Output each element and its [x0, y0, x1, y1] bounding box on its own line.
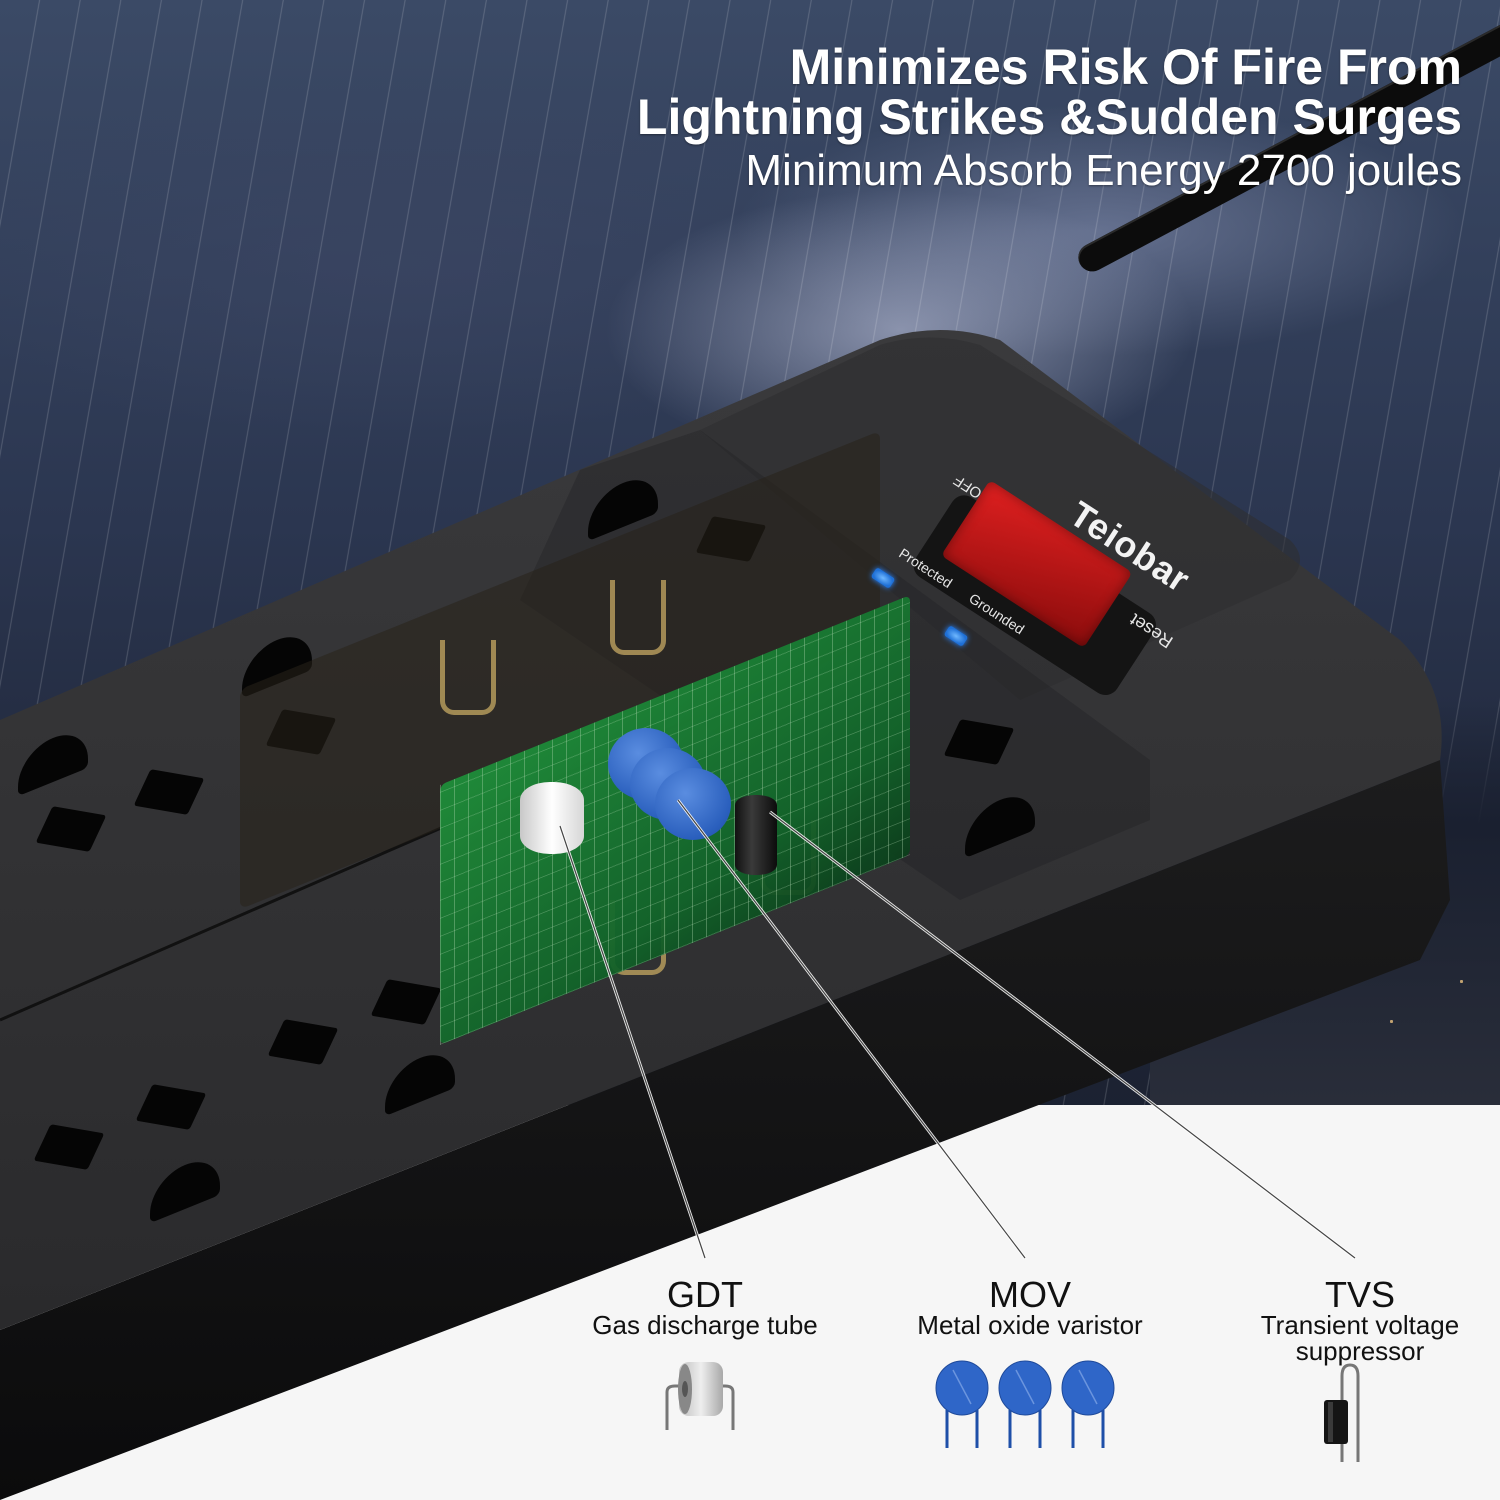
headline-line-2: Lightning Strikes &Sudden Surges	[636, 89, 1462, 145]
varistor-icon	[935, 1360, 1115, 1448]
gdt-component	[520, 782, 584, 854]
headline-subline: Minimum Absorb Energy 2700 joules	[745, 146, 1462, 195]
callout-tvs: TVS Transient voltage suppressor	[1225, 1274, 1495, 1366]
callout-mov-desc: Metal oxide varistor	[917, 1310, 1143, 1340]
tvs-component	[735, 795, 777, 875]
headline-line-1: Minimizes Risk Of Fire From	[789, 39, 1462, 95]
callout-tvs-desc-2: suppressor	[1295, 1336, 1425, 1366]
callout-mov: MOV Metal oxide varistor	[880, 1274, 1180, 1340]
brass-contact	[440, 640, 496, 715]
callout-gdt-desc: Gas discharge tube	[592, 1310, 818, 1340]
headline-block: Minimizes Risk Of Fire From Lightning St…	[637, 42, 1462, 196]
callout-gdt-abbr: GDT	[667, 1274, 743, 1315]
callout-gdt: GDT Gas discharge tube	[560, 1274, 850, 1340]
tvs-diode-icon	[1324, 1363, 1360, 1462]
callout-mov-abbr: MOV	[988, 1274, 1071, 1315]
mov-disc	[655, 768, 731, 840]
callout-tvs-abbr: TVS	[1324, 1274, 1395, 1315]
brass-contact	[610, 580, 666, 655]
gas-discharge-tube-icon	[665, 1362, 735, 1430]
callout-tvs-desc-1: Transient voltage	[1260, 1310, 1460, 1340]
